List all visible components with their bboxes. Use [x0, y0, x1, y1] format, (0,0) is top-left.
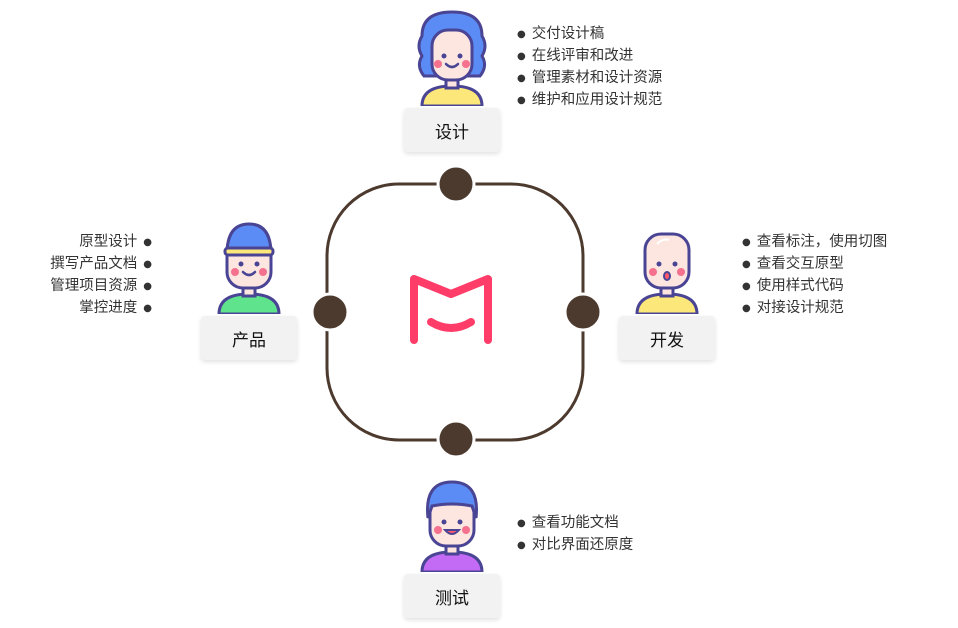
- logo-m-icon: [410, 275, 492, 344]
- list-item: 使用样式代码: [742, 275, 887, 297]
- product-avatar-icon: [211, 214, 287, 316]
- list-item: 查看功能文档: [517, 512, 633, 534]
- list-item: 管理素材和设计资源: [517, 67, 663, 89]
- test-task-list: 查看功能文档 对比界面还原度: [517, 512, 634, 556]
- list-item: 原型设计: [50, 231, 152, 253]
- role-card-design: 设计: [404, 108, 500, 152]
- list-item: 对接设计规范: [742, 297, 887, 319]
- role-card-dev: 开发: [619, 316, 715, 360]
- design-avatar-icon: [414, 6, 490, 108]
- list-item: 撰写产品文档: [50, 253, 152, 275]
- role-card-test: 测试: [404, 574, 500, 618]
- list-item: 在线评审和改进: [517, 45, 662, 67]
- frame-rounded-square: [325, 182, 585, 442]
- list-item: 管理项目资源: [50, 275, 152, 297]
- list-item: 掌控进度: [50, 297, 152, 319]
- dev-task-list: 查看标注，使用切图 查看交互原型 使用样式代码 对接设计规范: [742, 231, 888, 319]
- connector-dot-right: [563, 292, 603, 332]
- list-item: 查看标注，使用切图: [742, 231, 888, 253]
- design-task-list: 交付设计稿 在线评审和改进 管理素材和设计资源 维护和应用设计规范: [517, 23, 663, 111]
- test-avatar-icon: [414, 472, 490, 574]
- connector-dot-bottom: [436, 419, 476, 459]
- list-item: 对比界面还原度: [517, 534, 634, 556]
- connector-dot-top: [436, 164, 476, 204]
- role-card-product: 产品: [201, 316, 297, 360]
- connector-dot-left: [310, 292, 350, 332]
- dev-avatar-icon: [629, 214, 705, 316]
- list-item: 维护和应用设计规范: [517, 89, 663, 111]
- list-item: 交付设计稿: [517, 23, 662, 45]
- list-item: 查看交互原型: [742, 253, 887, 275]
- product-task-list: 原型设计 撰写产品文档 管理项目资源 掌控进度: [50, 231, 152, 319]
